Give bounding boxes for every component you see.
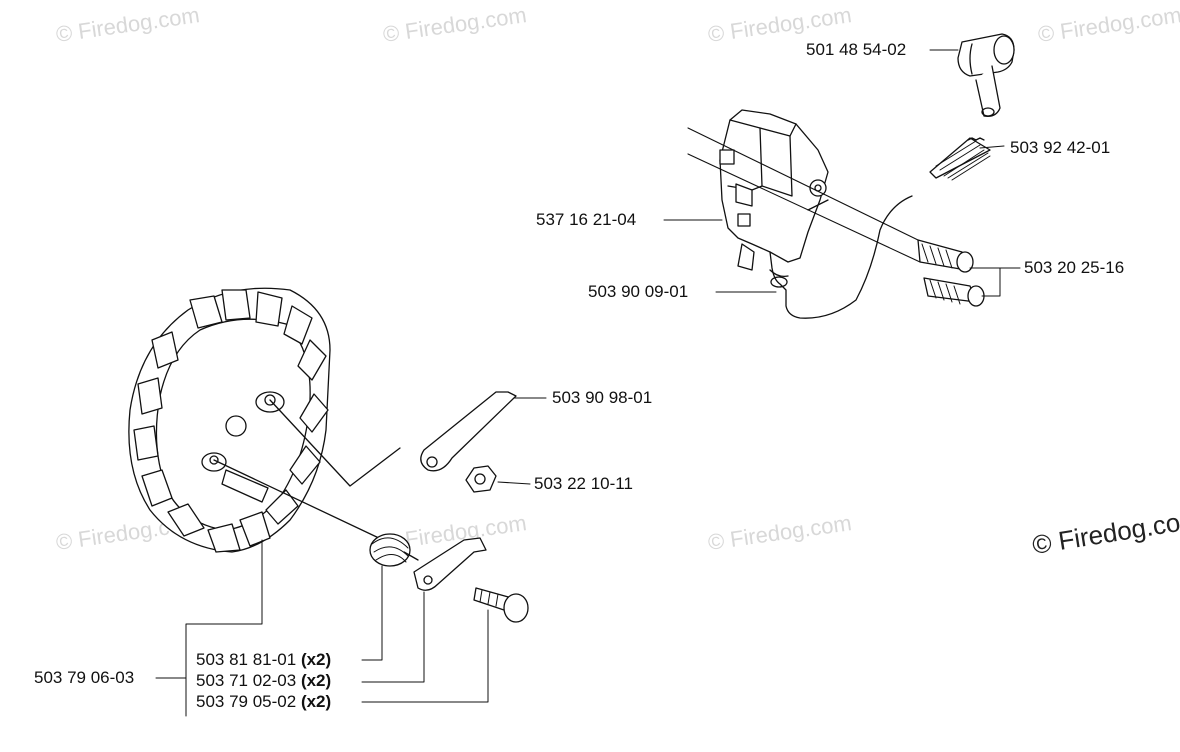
part-label-pawl-spring: 503 81 81-01 (x2) [196,650,331,670]
lever-drawing [420,391,517,472]
ignition-module-drawing [719,109,913,319]
part-label-cable: 503 90 09-01 [588,282,689,301]
part-number: 503 79 05-02 [196,692,297,711]
part-label-switch-cap: 501 48 54-02 [806,40,907,59]
pawl-spring-drawing [369,533,419,567]
part-label-pawl-pin: 503 79 05-02 (x2) [196,692,331,712]
part-label-nut: 503 22 10-11 [534,474,633,493]
leader-lines [155,49,1021,717]
pawl-drawing [413,537,487,591]
quantity: (x2) [300,650,332,669]
spring-drawing [929,137,991,181]
part-label-pawl: 503 71 02-03 (x2) [196,671,331,691]
pawl-pin-drawing [473,587,529,623]
quantity: (x2) [300,692,332,711]
part-number: 503 81 81-01 [196,650,297,669]
part-label-ignition-module: 537 16 21-04 [536,210,637,229]
part-label-lever: 503 90 98-01 [552,388,653,407]
part-label-screw: 503 20 25-16 [1024,258,1125,277]
quantity: (x2) [300,671,332,690]
flywheel-drawing [128,287,331,553]
screws-drawing [917,239,985,307]
part-number: 503 71 02-03 [196,671,297,690]
part-label-flywheel: 503 79 06-03 [34,668,135,687]
part-label-spring: 503 92 42-01 [1010,138,1111,157]
switch-cap-drawing [957,33,1015,117]
nut-drawing [465,465,497,493]
